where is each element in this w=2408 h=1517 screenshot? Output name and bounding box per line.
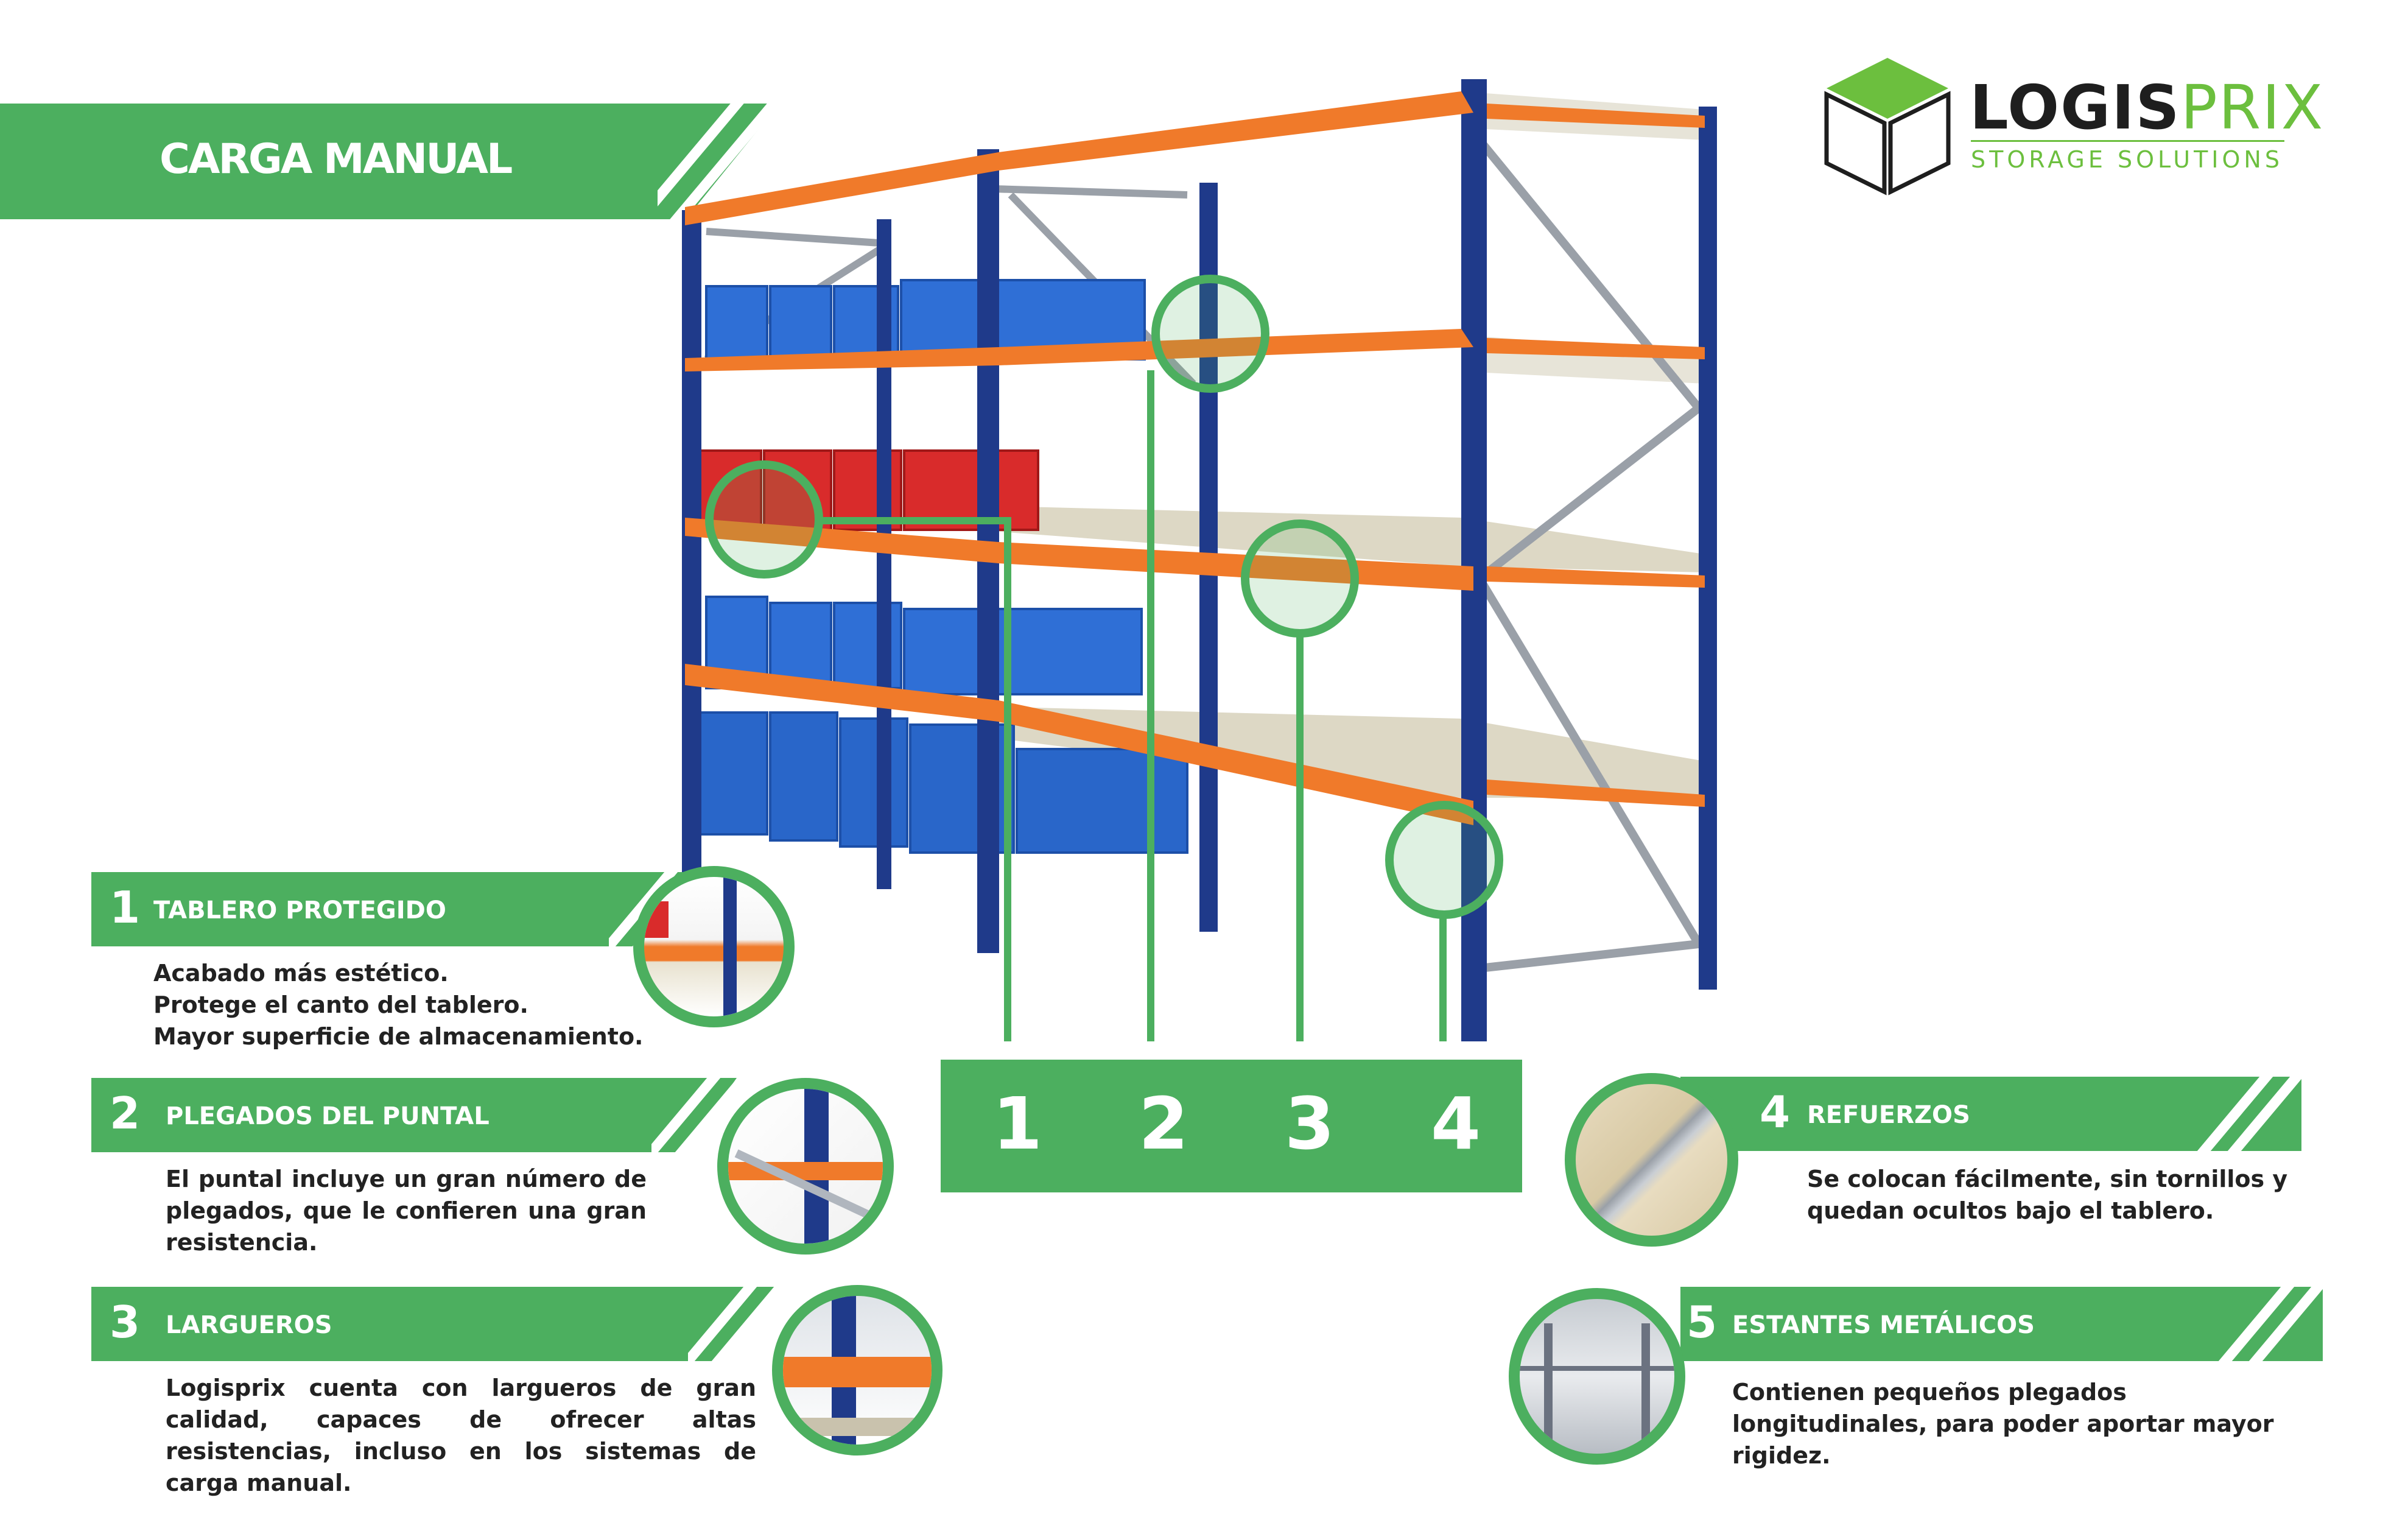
feature-5-photo bbox=[1509, 1288, 1685, 1465]
feature-1-photo bbox=[633, 866, 795, 1027]
feature-5-number: 5 bbox=[1687, 1297, 1718, 1348]
callout-number-3: 3 bbox=[1285, 1082, 1335, 1166]
feature-4-stripes bbox=[2192, 1077, 2301, 1151]
feature-2-banner bbox=[91, 1078, 737, 1152]
shelving-illustration bbox=[682, 79, 1717, 1041]
callout-number-2: 2 bbox=[1139, 1082, 1189, 1166]
feature-4-photo bbox=[1565, 1073, 1738, 1247]
feature-3-description: Logisprix cuenta con largueros de gran c… bbox=[166, 1374, 756, 1496]
feature-2-title: PLEGADOS DEL PUNTAL bbox=[166, 1102, 490, 1130]
feature-3-photo bbox=[772, 1285, 942, 1455]
page-title: CARGA MANUAL bbox=[160, 135, 513, 183]
feature-1-number: 1 bbox=[110, 882, 141, 933]
feature-3-banner bbox=[91, 1287, 779, 1361]
feature-5-description: Contienen pequeños plegados longitudinal… bbox=[1732, 1379, 2274, 1469]
feature-3-number: 3 bbox=[110, 1297, 141, 1348]
feature-3-title: LARGUEROS bbox=[166, 1311, 332, 1339]
callout-number-4: 4 bbox=[1431, 1082, 1481, 1166]
feature-5-stripes bbox=[2213, 1287, 2323, 1361]
callout-number-1: 1 bbox=[992, 1082, 1043, 1166]
logo-tagline: STORAGE SOLUTIONS bbox=[1971, 146, 2283, 173]
feature-2-description: El puntal incluye un gran número de pleg… bbox=[166, 1166, 647, 1256]
feature-4-number: 4 bbox=[1760, 1086, 1791, 1138]
feature-4-banner bbox=[1680, 1077, 2301, 1151]
feature-1-banner bbox=[91, 872, 700, 946]
feature-3-stripes bbox=[688, 1287, 779, 1361]
feature-5-banner bbox=[1680, 1287, 2323, 1361]
feature-5-title: ESTANTES METÁLICOS bbox=[1732, 1311, 2035, 1339]
feature-1-title: TABLERO PROTEGIDO bbox=[153, 896, 446, 924]
logo-cube-icon bbox=[1824, 58, 1951, 195]
feature-1-description: Acabado más estético. Protege el canto d… bbox=[153, 960, 644, 1050]
feature-4-title: REFUERZOS bbox=[1807, 1101, 1970, 1129]
title-banner bbox=[0, 104, 779, 219]
callout-number-box: 1 2 3 4 bbox=[941, 1060, 1522, 1192]
logo-divider bbox=[1971, 140, 2284, 142]
feature-4-description: Se colocan fácilmente, sin tornillos y q… bbox=[1807, 1166, 2288, 1224]
feature-2-photo bbox=[717, 1078, 894, 1255]
logo-wordmark: LOGISPRIX bbox=[1970, 72, 2325, 143]
feature-2-number: 2 bbox=[110, 1088, 141, 1139]
